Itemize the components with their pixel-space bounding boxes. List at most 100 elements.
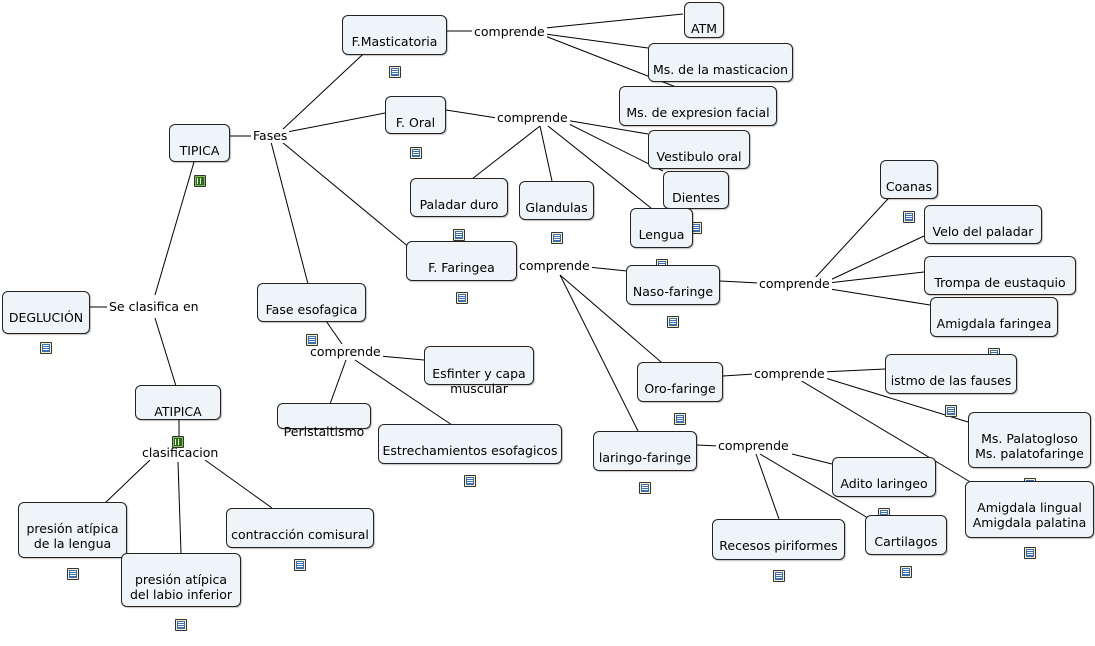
- concept-label: Coanas: [885, 179, 933, 194]
- concept-dientes[interactable]: Dientes: [663, 171, 729, 234]
- concept-label: presión atípica de la lengua: [26, 521, 119, 551]
- note-icon[interactable]: [294, 559, 306, 571]
- concept-laringo-faringe[interactable]: laringo-faringe: [593, 431, 697, 494]
- concept-label: Fase esofagica: [265, 302, 358, 317]
- concept-label: contracción comisural: [231, 527, 369, 542]
- link-comprende-esofagica: comprende: [308, 344, 383, 359]
- concept-label: Paladar duro: [419, 197, 499, 212]
- concept-label: Adito laringeo: [840, 476, 928, 491]
- concept-label: Dientes: [672, 190, 720, 205]
- concept-vestibulo[interactable]: Vestibulo oral: [648, 130, 750, 193]
- concept-contraccion[interactable]: contracción comisural: [226, 508, 374, 571]
- concept-coanas[interactable]: Coanas: [880, 160, 938, 223]
- concept-label: Glandulas: [525, 200, 588, 215]
- note-icon[interactable]: [639, 482, 651, 494]
- concept-label: Vestibulo oral: [656, 149, 742, 164]
- concept-amigdala-faringea[interactable]: Amigdala faringea: [930, 297, 1058, 360]
- link-comprende-masticatoria: comprende: [472, 24, 547, 39]
- note-icon[interactable]: [772, 570, 785, 582]
- video-icon[interactable]: [172, 436, 184, 448]
- concept-label: F. Oral: [395, 115, 436, 130]
- note-icon[interactable]: [388, 66, 401, 78]
- concept-label: Ms. de expresion facial: [626, 105, 770, 120]
- concept-estrechamientos[interactable]: Estrechamientos esofagicos: [378, 424, 562, 487]
- note-icon[interactable]: [464, 475, 476, 487]
- concept-fase-esofagica[interactable]: Fase esofagica: [257, 283, 366, 346]
- concept-label: presión atípica del labio inferior: [129, 572, 233, 602]
- note-icon[interactable]: [453, 229, 465, 241]
- concept-f-oral[interactable]: F. Oral: [385, 96, 446, 159]
- concept-ms-expresion[interactable]: Ms. de expresion facial: [619, 86, 777, 149]
- concept-label: Trompa de eustaquio: [934, 275, 1066, 290]
- concept-recesos[interactable]: Recesos piriformes: [712, 519, 845, 582]
- video-icon[interactable]: [193, 175, 206, 187]
- concept-label: laringo-faringe: [598, 450, 692, 465]
- concept-label: F. Faringea: [428, 260, 495, 275]
- note-icon[interactable]: [409, 147, 422, 159]
- note-icon[interactable]: [175, 619, 187, 631]
- note-icon[interactable]: [667, 316, 679, 328]
- link-se-clasifica: Se clasifica en: [107, 299, 201, 314]
- concept-glandulas[interactable]: Glandulas: [519, 181, 594, 244]
- link-comprende-faringea: comprende: [517, 258, 592, 273]
- note-icon[interactable]: [550, 232, 563, 244]
- concept-esfinter[interactable]: Esfinter y capa muscular: [424, 346, 534, 396]
- concept-f-faringea[interactable]: F. Faringea: [406, 241, 517, 304]
- concept-lengua[interactable]: Lengua: [630, 208, 693, 271]
- note-icon[interactable]: [1023, 547, 1036, 559]
- concept-label: Velo del paladar: [932, 224, 1034, 239]
- concept-label: DEGLUCIÓN: [8, 310, 84, 325]
- concept-label: Esfinter y capa muscular: [432, 366, 526, 396]
- concept-label: Estrechamientos esofagicos: [382, 443, 558, 458]
- concept-label: TIPICA: [179, 143, 220, 158]
- link-comprende-laringo: comprende: [716, 438, 791, 453]
- note-icon[interactable]: [674, 413, 686, 425]
- concept-ms-palatogloso[interactable]: Ms. Palatogloso Ms. palatofaringe: [968, 412, 1091, 490]
- note-icon[interactable]: [903, 211, 915, 223]
- link-comprende-naso: comprende: [757, 276, 832, 291]
- concept-tipica[interactable]: TIPICA: [169, 124, 230, 187]
- concept-istmo[interactable]: istmo de las fauses: [885, 354, 1017, 417]
- concept-amigdala-lingual[interactable]: Amigdala lingual Amigdala palatina: [965, 481, 1094, 559]
- concept-cartilagos[interactable]: Cartilagos: [865, 515, 947, 578]
- concept-trompa[interactable]: Trompa de eustaquio: [924, 256, 1076, 319]
- concept-label: Peristaltismo: [283, 424, 365, 439]
- concept-naso-faringe[interactable]: Naso-faringe: [626, 265, 720, 328]
- note-icon[interactable]: [945, 405, 957, 417]
- concept-adito[interactable]: Adito laringeo: [832, 457, 936, 520]
- link-comprende-oral: comprende: [495, 110, 570, 125]
- note-icon[interactable]: [40, 342, 52, 354]
- note-icon[interactable]: [305, 334, 318, 346]
- note-icon[interactable]: [66, 568, 79, 580]
- concept-label: Recesos piriformes: [719, 538, 838, 553]
- concept-label: Amigdala lingual Amigdala palatina: [972, 500, 1087, 530]
- concept-atipica[interactable]: ATIPICA: [135, 385, 221, 448]
- concept-label: Ms. Palatogloso Ms. palatofaringe: [975, 431, 1084, 461]
- link-fases: Fases: [251, 128, 290, 143]
- concept-label: Oro-faringe: [644, 381, 716, 396]
- link-clasificacion: clasificacion: [140, 445, 221, 460]
- concept-label: Naso-faringe: [632, 284, 714, 299]
- concept-label: Cartilagos: [874, 534, 938, 549]
- concept-oro-faringe[interactable]: Oro-faringe: [637, 362, 723, 425]
- concept-label: ATM: [690, 21, 717, 36]
- concept-presion-lengua[interactable]: presión atípica de la lengua: [18, 502, 127, 580]
- concept-label: F.Masticatoria: [351, 34, 438, 49]
- concept-velo[interactable]: Velo del paladar: [924, 205, 1042, 268]
- concept-atm[interactable]: ATM: [684, 2, 724, 65]
- concept-label: Ms. de la masticacion: [652, 62, 789, 77]
- concept-label: istmo de las fauses: [890, 373, 1012, 388]
- connection-lines: [90, 13, 973, 554]
- concept-label: ATIPICA: [154, 404, 202, 419]
- concept-paladar-duro[interactable]: Paladar duro: [410, 178, 508, 241]
- concept-presion-labio[interactable]: presión atípica del labio inferior: [121, 553, 241, 631]
- note-icon[interactable]: [900, 566, 912, 578]
- concept-label: Lengua: [638, 227, 685, 242]
- concept-f-masticatoria[interactable]: F.Masticatoria: [342, 15, 447, 78]
- concept-label: Amigdala faringea: [936, 316, 1052, 331]
- concept-deglucion[interactable]: DEGLUCIÓN: [2, 291, 90, 354]
- concept-peristaltismo[interactable]: Peristaltismo: [277, 403, 371, 439]
- link-comprende-oro: comprende: [752, 366, 827, 381]
- note-icon[interactable]: [455, 292, 468, 304]
- concept-ms-masticacion[interactable]: Ms. de la masticacion: [648, 43, 793, 106]
